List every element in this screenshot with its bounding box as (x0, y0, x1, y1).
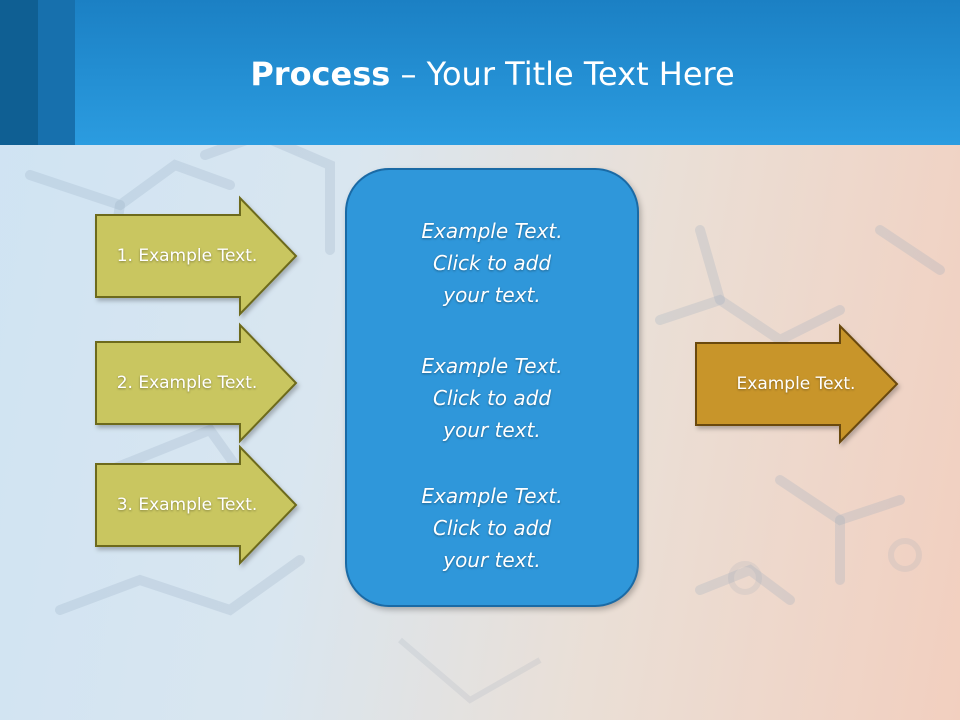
title-bar: Process – Your Title Text Here (0, 0, 960, 145)
output-arrow-label[interactable]: Example Text. (736, 374, 856, 394)
input-arrow-3-label[interactable]: 3. Example Text. (116, 495, 258, 515)
center-paragraph-3-line-3: your text. (443, 548, 541, 572)
output-arrow[interactable] (695, 323, 899, 445)
input-arrow-3[interactable] (95, 444, 298, 566)
title-bar-accent-dark (0, 0, 38, 145)
title-rest-text: – Your Title Text Here (390, 55, 735, 93)
input-arrow-1[interactable] (95, 195, 298, 317)
center-paragraph-1-line-3: your text. (443, 283, 541, 307)
center-paragraph-1[interactable]: Example Text. Click to add your text. (347, 215, 637, 311)
center-paragraph-3-line-2: Click to add (432, 516, 552, 540)
center-process-box[interactable]: Example Text. Click to add your text. Ex… (345, 168, 639, 607)
center-paragraph-2[interactable]: Example Text. Click to add your text. (347, 350, 637, 446)
title-bold-text: Process (250, 55, 391, 93)
slide-title[interactable]: Process – Your Title Text Here (0, 52, 960, 96)
center-paragraph-3-line-1: Example Text. (421, 484, 563, 508)
input-arrow-2[interactable] (95, 322, 298, 444)
center-paragraph-1-line-1: Example Text. (421, 219, 563, 243)
input-arrow-2-label[interactable]: 2. Example Text. (116, 373, 258, 393)
center-paragraph-2-line-3: your text. (443, 418, 541, 442)
title-bar-accent (38, 0, 75, 145)
center-paragraph-1-line-2: Click to add (432, 251, 552, 275)
center-paragraph-3[interactable]: Example Text. Click to add your text. (347, 480, 637, 576)
center-paragraph-2-line-1: Example Text. (421, 354, 563, 378)
input-arrow-1-label[interactable]: 1. Example Text. (116, 246, 258, 266)
center-paragraph-2-line-2: Click to add (432, 386, 552, 410)
